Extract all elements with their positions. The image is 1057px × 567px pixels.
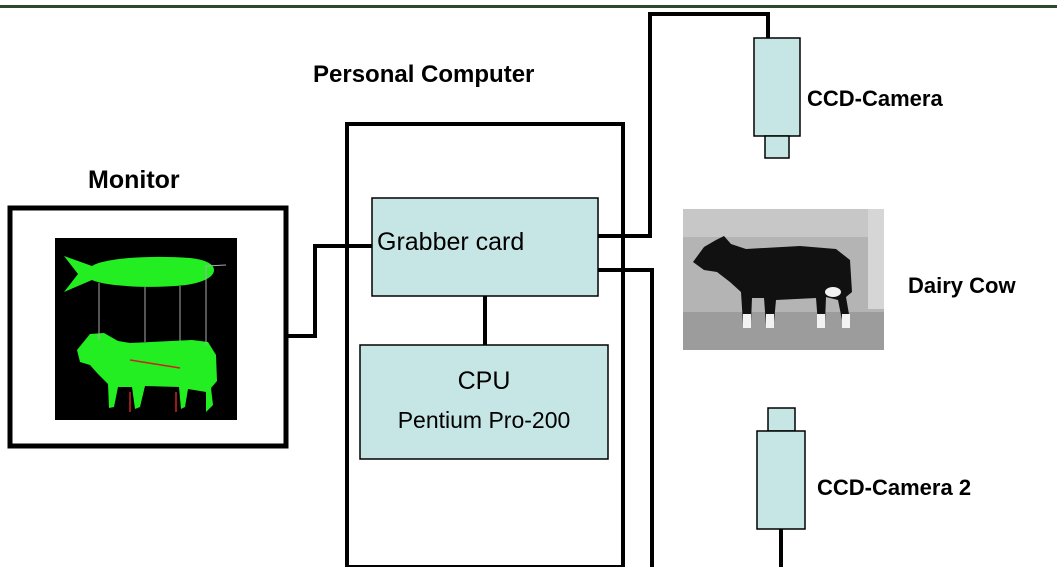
ccd-camera-1-lens xyxy=(764,135,790,159)
dairy-cow-photo xyxy=(683,209,884,350)
cpu-box xyxy=(359,344,609,460)
camera-2-cable xyxy=(598,268,654,567)
ccd-camera-2-lens xyxy=(767,407,796,432)
cpu-label: CPU xyxy=(458,367,511,395)
measurement-lines xyxy=(98,264,227,345)
personal-computer-label: Personal Computer xyxy=(313,61,534,88)
measurement-accents xyxy=(129,359,181,412)
dairy-cow-label: Dairy Cow xyxy=(908,273,1016,298)
personal-computer-box xyxy=(345,122,625,567)
cpu-model-label: Pentium Pro-200 xyxy=(398,407,571,433)
camera-1-cable xyxy=(598,12,770,238)
header-rule xyxy=(0,5,1057,8)
top-view-silhouette xyxy=(64,256,214,292)
ccd-camera-1-body xyxy=(753,37,801,137)
ccd-camera-2-body xyxy=(756,430,806,530)
monitor-label: Monitor xyxy=(88,166,180,194)
monitor-cable xyxy=(286,244,372,338)
ccd-camera-1-label: CCD-Camera xyxy=(807,86,943,111)
side-view-silhouette xyxy=(77,333,217,412)
grabber-card-label: Grabber card xyxy=(377,228,524,256)
ccd-camera-2-label: CCD-Camera 2 xyxy=(817,475,971,500)
